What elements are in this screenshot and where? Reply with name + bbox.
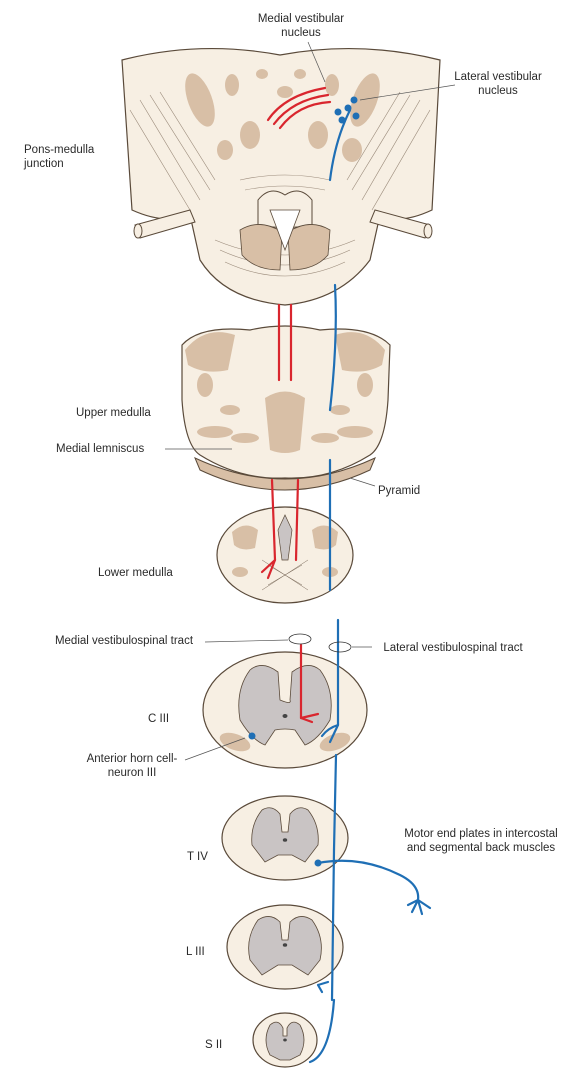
lower-medulla-label: Lower medulla bbox=[98, 566, 173, 580]
medial-tract-marker bbox=[289, 634, 311, 644]
c3-segment-label: C III bbox=[148, 712, 169, 726]
t4-segment-label: T IV bbox=[187, 850, 208, 864]
lateral-tract-marker bbox=[329, 642, 351, 652]
lateral-vestibular-nucleus-label: Lateral vestibular nucleus bbox=[440, 70, 556, 98]
s2-segment-label: S II bbox=[205, 1038, 222, 1052]
spinal-l3-section bbox=[227, 905, 343, 989]
spinal-c3-section bbox=[203, 652, 367, 768]
upper-medulla-section bbox=[182, 326, 390, 490]
medial-lemniscus-label: Medial lemniscus bbox=[56, 442, 144, 456]
anterior-horn-cell-label: Anterior horn cell-neuron III bbox=[72, 752, 192, 780]
upper-medulla-label: Upper medulla bbox=[76, 406, 151, 420]
pyramid-label: Pyramid bbox=[378, 484, 420, 498]
spinal-t4-section bbox=[222, 796, 348, 880]
lower-medulla-section bbox=[217, 507, 353, 603]
motor-end-plates-label: Motor end plates in intercostal and segm… bbox=[400, 827, 562, 855]
medial-vestibulospinal-tract-label: Medial vestibulospinal tract bbox=[44, 634, 204, 648]
l3-segment-label: L III bbox=[186, 945, 205, 959]
spinal-s2-section bbox=[253, 1013, 317, 1067]
medial-vestibular-nucleus-label: Medial vestibular nucleus bbox=[246, 12, 356, 40]
lateral-vestibulospinal-tract-label: Lateral vestibulospinal tract bbox=[378, 641, 528, 655]
pons-medulla-section bbox=[122, 49, 440, 305]
pons-medulla-junction-label: Pons-medulla junction bbox=[24, 143, 114, 171]
